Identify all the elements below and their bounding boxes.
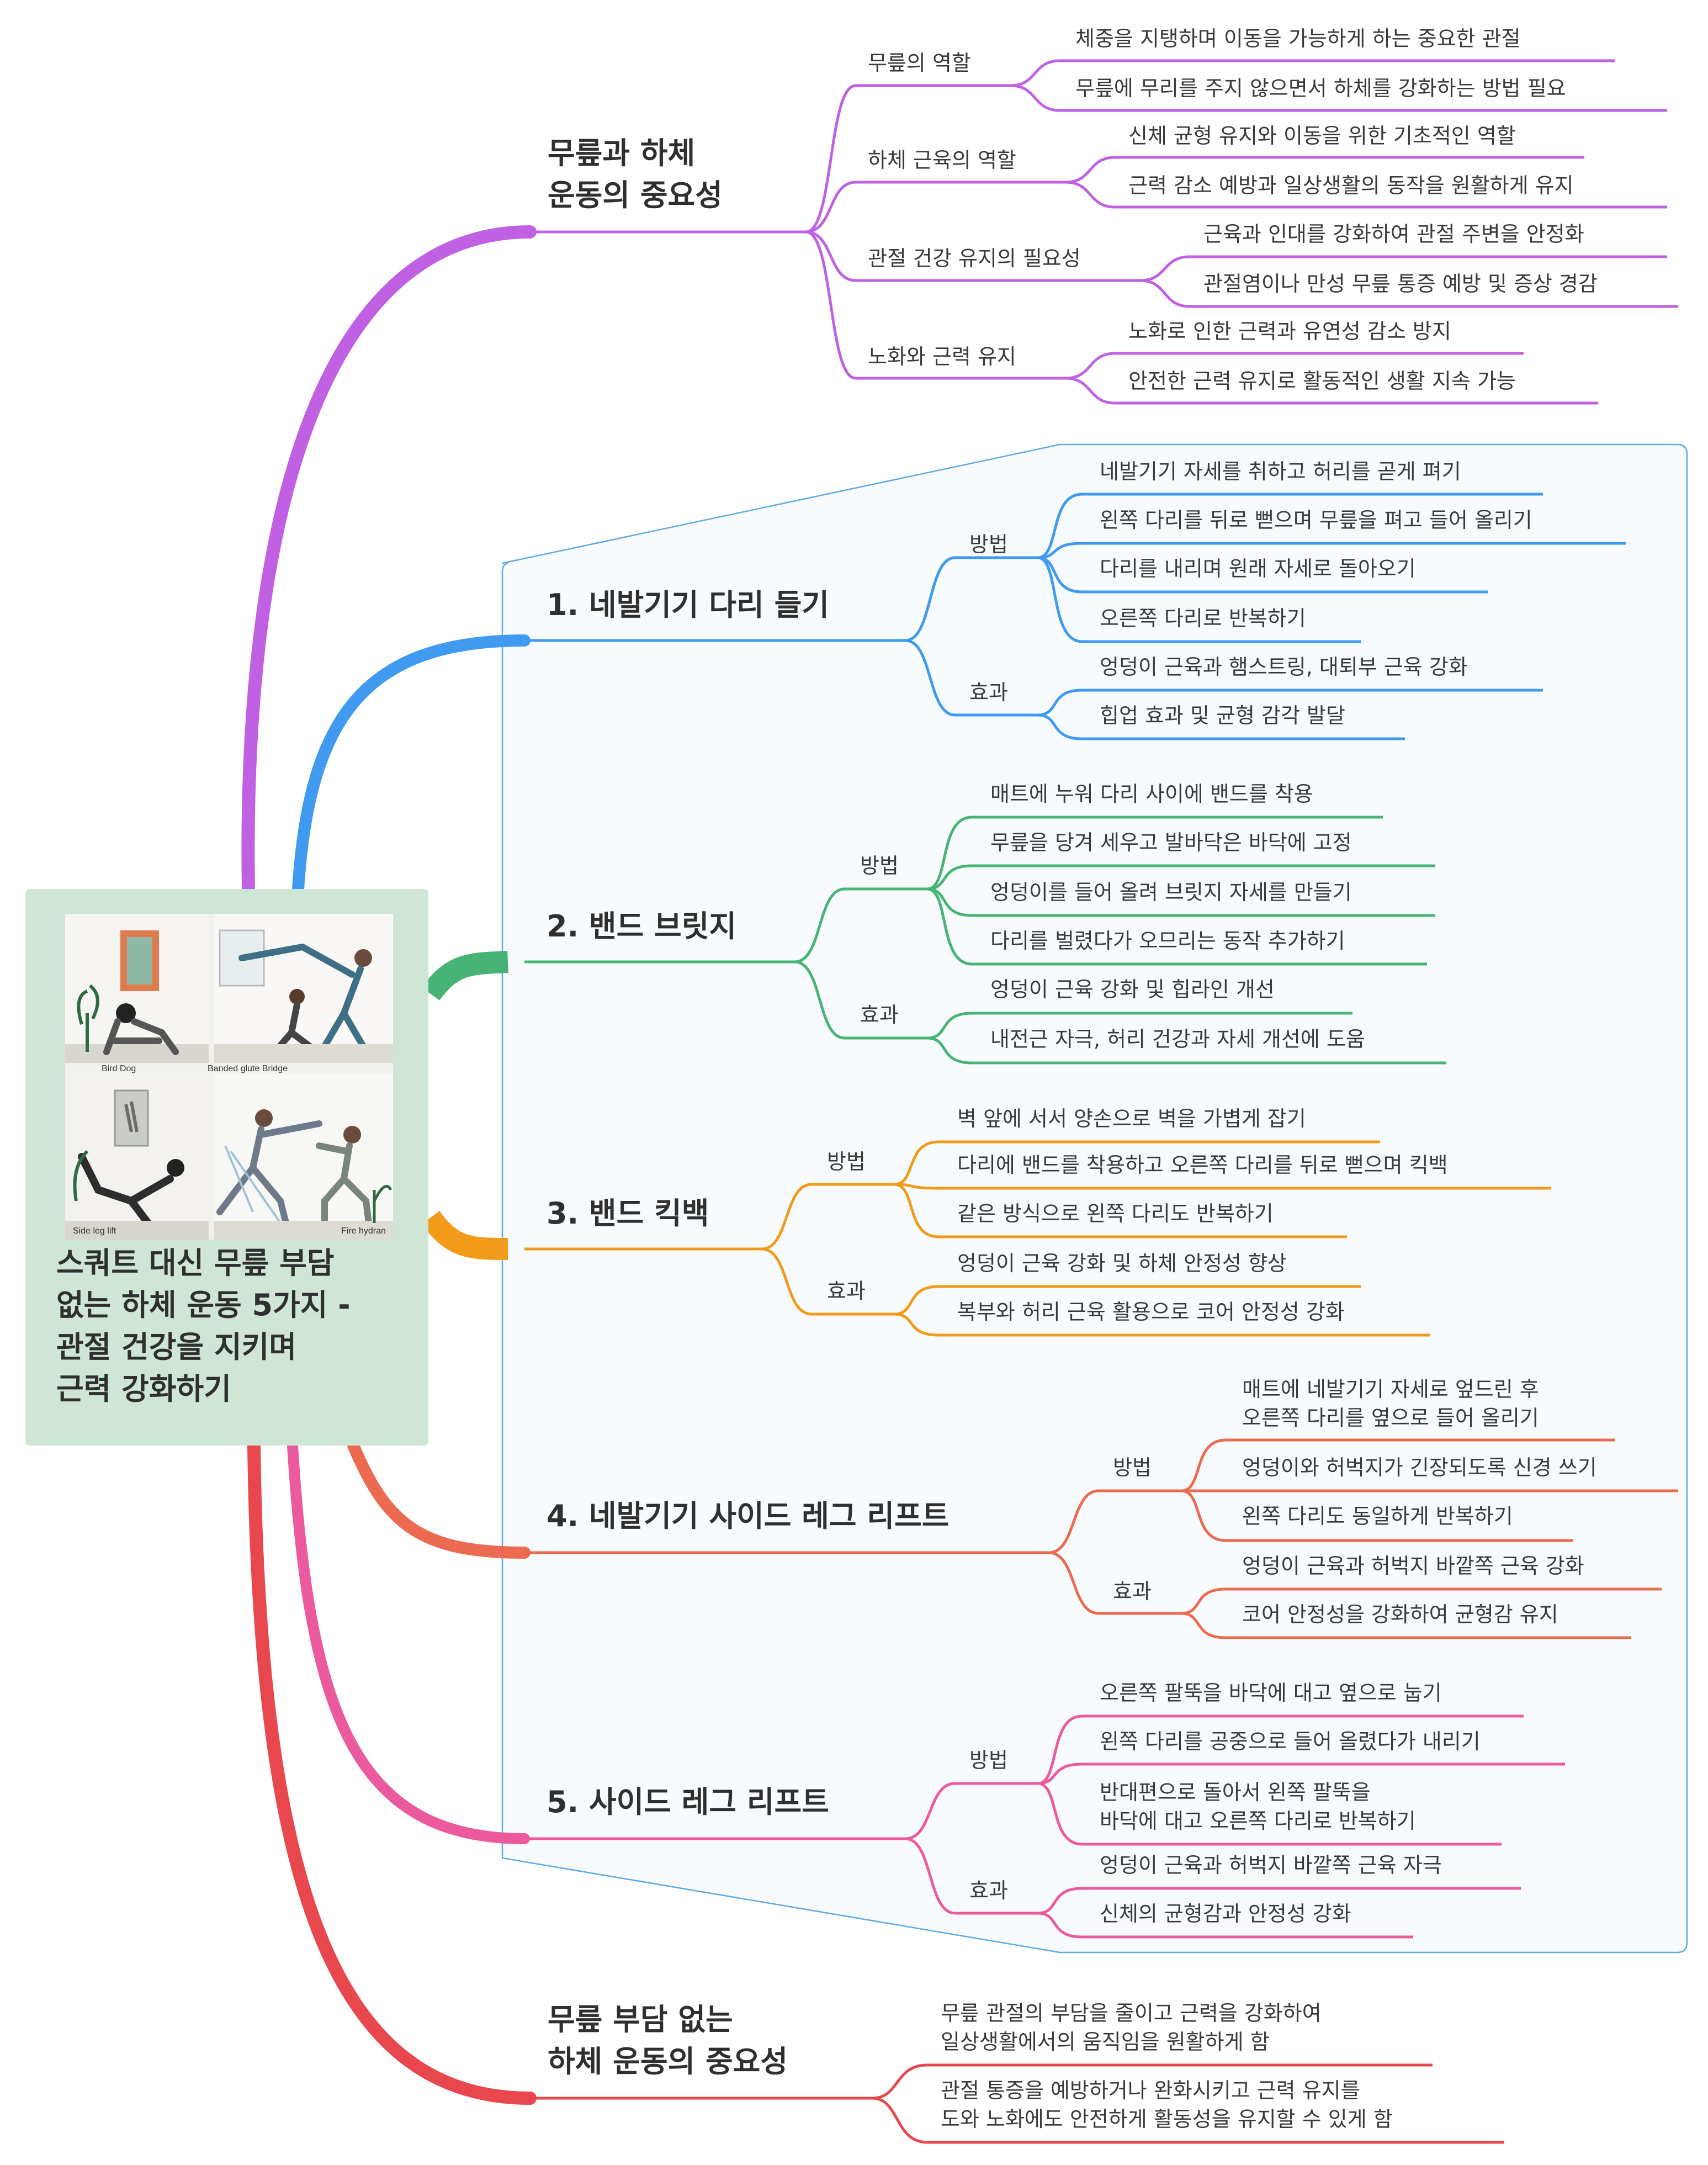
leaf-item[interactable]: 힙업 효과 및 균형 감각 발달 [1100, 701, 1345, 730]
leaf-item[interactable]: 오른쪽 팔뚝을 바닥에 대고 옆으로 눕기 [1100, 1679, 1442, 1707]
leaf-item[interactable]: 오른쪽 다리로 반복하기 [1100, 604, 1306, 633]
group-label[interactable]: 무릎의 역할 [868, 49, 971, 77]
illustration-caption: Fire hydran [341, 1226, 386, 1236]
leaf-item[interactable]: 근력 감소 예방과 일상생활의 동작을 원활하게 유지 [1128, 171, 1574, 200]
branch-connector-b1 [298, 640, 524, 889]
group-label[interactable]: 노화와 근력 유지 [868, 342, 1016, 371]
leaf-item[interactable]: 네발기기 자세를 취하고 허리를 곧게 펴기 [1100, 457, 1461, 486]
branch-title[interactable]: 무릎과 하체 운동의 중요성 [548, 133, 723, 216]
branch-title[interactable]: 1. 네발기기 다리 들기 [547, 584, 829, 626]
leaf-item[interactable]: 근육과 인대를 강화하여 관절 주변을 안정화 [1203, 220, 1584, 248]
exercise-illustration: Bird Dog Banded glute Bridge Side leg li… [65, 914, 393, 1240]
branch-connector-b5 [293, 1446, 524, 1839]
leaf-item[interactable]: 복부와 허리 근육 활용으로 코어 안정성 강화 [957, 1298, 1345, 1326]
group-label[interactable]: 방법 [860, 851, 899, 880]
leaf-item[interactable]: 같은 방식으로 왼쪽 다리도 반복하기 [957, 1199, 1274, 1228]
leaf-item[interactable]: 내전근 자극, 허리 건강과 자세 개선에 도움 [990, 1025, 1365, 1054]
branch-title[interactable]: 5. 사이드 레그 리프트 [547, 1781, 829, 1823]
group-label[interactable]: 방법 [1113, 1453, 1152, 1482]
leaf-item[interactable]: 노화로 인한 근력과 유연성 감소 방지 [1128, 317, 1451, 346]
branch-title[interactable]: 2. 밴드 브릿지 [547, 906, 736, 947]
leaf-item[interactable]: 왼쪽 다리도 동일하게 반복하기 [1242, 1502, 1513, 1531]
leaf-item[interactable]: 체중을 지탱하며 이동을 가능하게 하는 중요한 관절 [1075, 24, 1521, 53]
leaf-item[interactable]: 왼쪽 다리를 공중으로 들어 올렸다가 내리기 [1100, 1727, 1481, 1756]
group-label[interactable]: 효과 [1113, 1577, 1152, 1606]
group-label[interactable]: 방법 [827, 1147, 866, 1176]
leaf-item[interactable]: 다리를 내리며 원래 자세로 돌아오기 [1100, 554, 1416, 583]
group-label[interactable]: 효과 [827, 1277, 866, 1305]
group-label[interactable]: 효과 [969, 678, 1008, 707]
leaf-item[interactable]: 무릎 관절의 부담을 줄이고 근력을 강화하여 일상생활에서의 움직임을 원활하… [941, 1999, 1322, 2056]
branch-connector-b3 [431, 1218, 508, 1249]
leaf-item[interactable]: 무릎에 무리를 주지 않으면서 하체를 강화하는 방법 필요 [1075, 74, 1566, 103]
leaf-item[interactable]: 다리에 밴드를 착용하고 오른쪽 다리를 뒤로 뻗으며 킥백 [957, 1151, 1448, 1179]
leaf-item[interactable]: 안전한 근력 유지로 활동적인 생활 지속 가능 [1128, 367, 1516, 395]
group-label[interactable]: 효과 [969, 1876, 1008, 1905]
leaf-item[interactable]: 매트에 누워 다리 사이에 밴드를 착용 [990, 780, 1313, 808]
root-title: 스쿼트 대신 무릎 부담 없는 하체 운동 5가지 - 관절 건강을 지키며 근… [56, 1242, 421, 1410]
leaf-item[interactable]: 벽 앞에 서서 양손으로 벽을 가볍게 잡기 [957, 1104, 1306, 1133]
group-label[interactable]: 관절 건강 유지의 필요성 [868, 244, 1081, 273]
illustration-caption: Side leg lift [73, 1226, 116, 1236]
leaf-item[interactable]: 엉덩이를 들어 올려 브릿지 자세를 만들기 [990, 878, 1352, 907]
illustration-caption: Bird Dog [102, 1064, 136, 1074]
illustration-caption: Banded glute Bridge [208, 1064, 288, 1074]
leaf-item[interactable]: 매트에 네발기기 자세로 엎드린 후 오른쪽 다리를 옆으로 들어 올리기 [1242, 1375, 1539, 1432]
leaf-item[interactable]: 신체 균형 유지와 이동을 위한 기초적인 역할 [1128, 121, 1516, 150]
leaf-item[interactable]: 엉덩이 근육 강화 및 힙라인 개선 [990, 975, 1275, 1004]
branch-title[interactable]: 무릎 부담 없는 하체 운동의 중요성 [548, 1999, 788, 2083]
leaf-item[interactable]: 관절 통증을 예방하거나 완화시키고 근력 유지를 도와 노화에도 안전하게 활… [941, 2076, 1393, 2134]
branch-title[interactable]: 3. 밴드 킥백 [547, 1193, 709, 1235]
leaf-item[interactable]: 코어 안정성을 강화하여 균형감 유지 [1242, 1600, 1558, 1629]
leaf-item[interactable]: 왼쪽 다리를 뒤로 뻗으며 무릎을 펴고 들어 올리기 [1100, 506, 1532, 534]
leaf-item[interactable]: 엉덩이와 허벅지가 긴장되도록 신경 쓰기 [1242, 1453, 1597, 1482]
group-label[interactable]: 하체 근육의 역할 [868, 146, 1016, 174]
branch-connector-b0 [248, 232, 530, 889]
leaf-item[interactable]: 다리를 벌렸다가 오므리는 동작 추가하기 [990, 927, 1345, 955]
leaf-item[interactable]: 엉덩이 근육과 햄스트링, 대퇴부 근육 강화 [1100, 653, 1468, 681]
leaf-item[interactable]: 신체의 균형감과 안정성 강화 [1100, 1899, 1351, 1928]
leaf-item[interactable]: 엉덩이 근육 강화 및 하체 안정성 향상 [957, 1249, 1287, 1278]
leaf-item[interactable]: 엉덩이 근육과 허벅지 바깥쪽 근육 자극 [1100, 1851, 1442, 1880]
leaf-item[interactable]: 무릎을 당겨 세우고 발바닥은 바닥에 고정 [990, 828, 1352, 857]
leaf-item[interactable]: 관절염이나 만성 무릎 통증 예방 및 증상 경감 [1203, 269, 1598, 298]
branch-connector-b2 [431, 962, 508, 994]
branch-connector-b4 [353, 1446, 524, 1553]
group-label[interactable]: 방법 [969, 1746, 1008, 1775]
branch-title[interactable]: 4. 네발기기 사이드 레그 리프트 [547, 1495, 949, 1537]
leaf-item[interactable]: 반대편으로 돌아서 왼쪽 팔뚝을 바닥에 대고 오른쪽 다리로 반복하기 [1100, 1778, 1416, 1835]
group-label[interactable]: 방법 [969, 530, 1008, 559]
group-label[interactable]: 효과 [860, 1001, 899, 1029]
leaf-item[interactable]: 엉덩이 근육과 허벅지 바깥쪽 근육 강화 [1242, 1552, 1584, 1580]
